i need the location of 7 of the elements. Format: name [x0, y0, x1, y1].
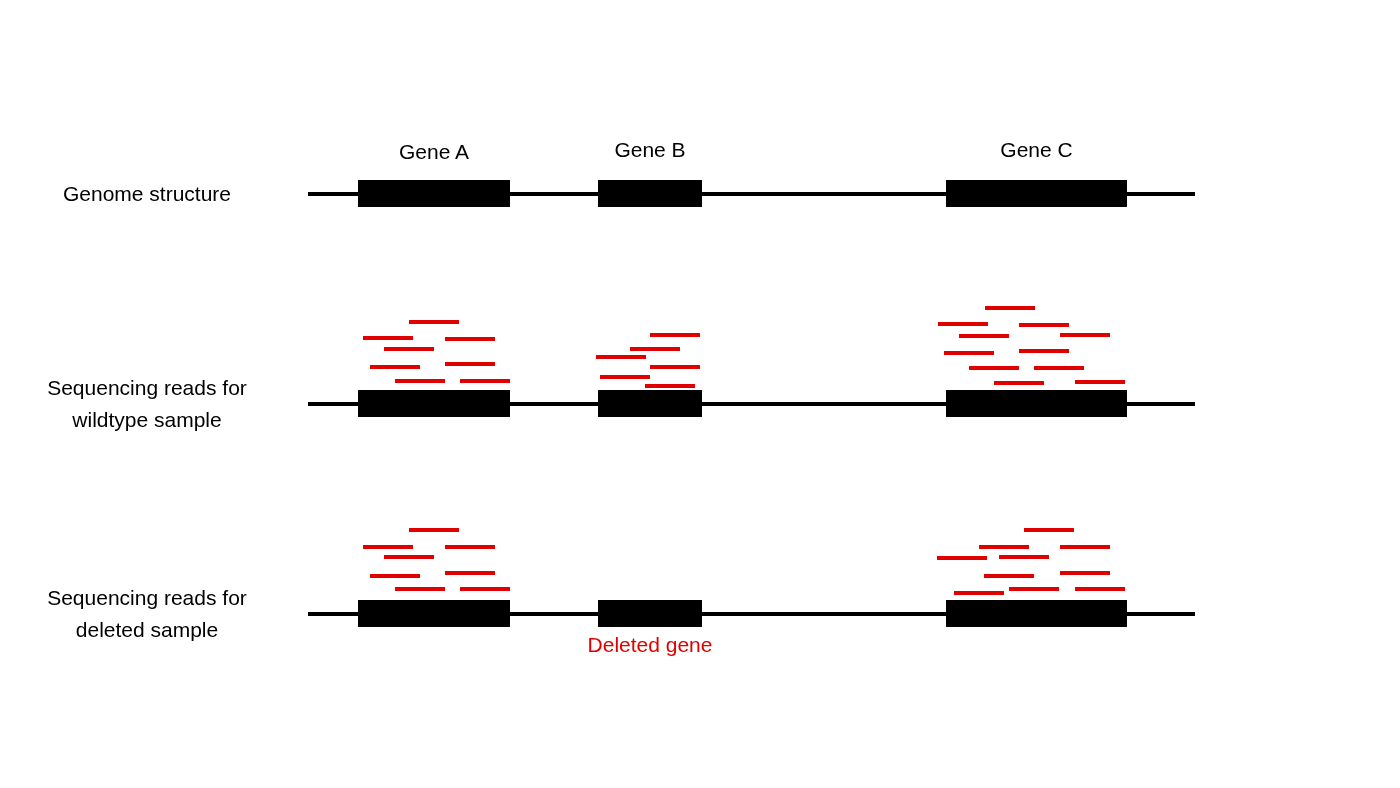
deleted-gene-note: Deleted gene — [586, 633, 714, 657]
row-label: Genome structure — [61, 181, 233, 207]
row-label: Sequencing reads for deleted sample — [46, 585, 248, 643]
gene-label: Gene C — [999, 138, 1074, 162]
gene-label: Gene A — [397, 140, 471, 164]
row-label: Sequencing reads for wildtype sample — [46, 375, 248, 433]
gene-label: Gene B — [613, 138, 687, 162]
